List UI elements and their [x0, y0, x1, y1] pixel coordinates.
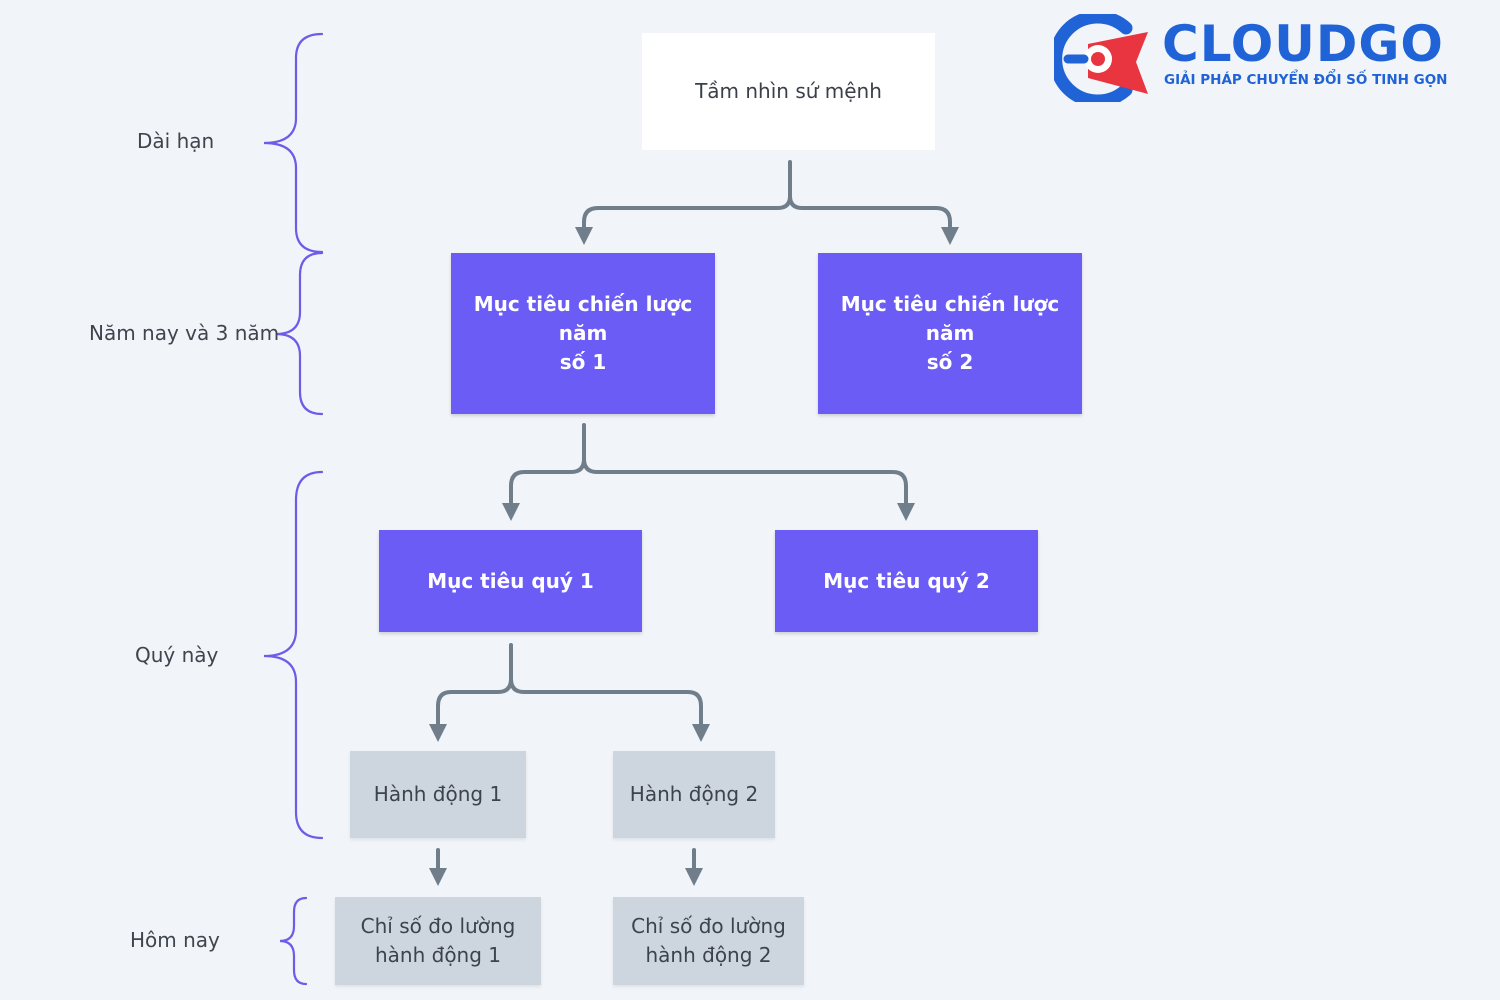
strategic-goal-2-line2: số 2: [926, 350, 974, 374]
brace-this-year: [275, 251, 324, 416]
quarter-goal-2-box: Mục tiêu quý 2: [775, 530, 1038, 632]
brace-this-quarter: [263, 470, 324, 840]
strategic-goal-2-box: Mục tiêu chiến lược năm số 2: [818, 253, 1082, 414]
quarter-goal-1-text: Mục tiêu quý 1: [427, 568, 594, 593]
strategic-goal-1-line2: số 1: [559, 350, 607, 374]
level-label-this-year: Năm nay và 3 năm: [89, 321, 280, 345]
connector-goal-to-quarters: [502, 423, 586, 521]
action-1-text: Hành động 1: [373, 782, 503, 806]
level-label-this-quarter: Quý này: [135, 643, 219, 667]
connector-vision-to-goals: [575, 160, 792, 245]
connector-vision-to-goal-2: [788, 194, 959, 245]
level-label-today: Hôm nay: [130, 928, 220, 952]
connector-quarter-to-actions: [429, 643, 513, 742]
level-label-long-term: Dài hạn: [137, 129, 215, 153]
metric-2-line1: Chỉ số đo lường: [631, 914, 786, 938]
metric-1-box: Chỉ số đo lường hành động 1: [335, 897, 541, 985]
cloudgo-logo-icon: [1054, 14, 1148, 102]
strategic-goal-1-box: Mục tiêu chiến lược năm số 1: [451, 253, 715, 414]
action-2-text: Hành động 2: [629, 782, 759, 806]
action-2-box: Hành động 2: [613, 751, 775, 838]
connector-quarter-to-action-2: [509, 677, 710, 742]
action-1-box: Hành động 1: [350, 751, 526, 838]
vision-text: Tầm nhìn sứ mệnh: [695, 79, 882, 103]
vision-box: Tầm nhìn sứ mệnh: [642, 33, 935, 150]
connector-goal-to-quarter-2: [582, 457, 915, 521]
brace-long-term: [263, 32, 324, 254]
quarter-goal-1-box: Mục tiêu quý 1: [379, 530, 642, 632]
strategic-goal-1-line1: Mục tiêu chiến lược năm: [473, 292, 693, 345]
metric-2-line2: hành động 2: [645, 943, 772, 967]
metric-2-box: Chỉ số đo lường hành động 2: [613, 897, 804, 985]
logo-tagline: GIẢI PHÁP CHUYỂN ĐỔI SỐ TINH GỌN: [1164, 72, 1448, 88]
metric-1-line1: Chỉ số đo lường: [360, 914, 516, 938]
brace-today: [279, 896, 308, 986]
quarter-goal-2-text: Mục tiêu quý 2: [823, 568, 990, 593]
metric-1-line2: hành động 1: [374, 943, 502, 967]
strategic-goal-2-line1: Mục tiêu chiến lược năm: [840, 292, 1060, 345]
logo-brand-text: CLOUDGO: [1162, 15, 1444, 73]
